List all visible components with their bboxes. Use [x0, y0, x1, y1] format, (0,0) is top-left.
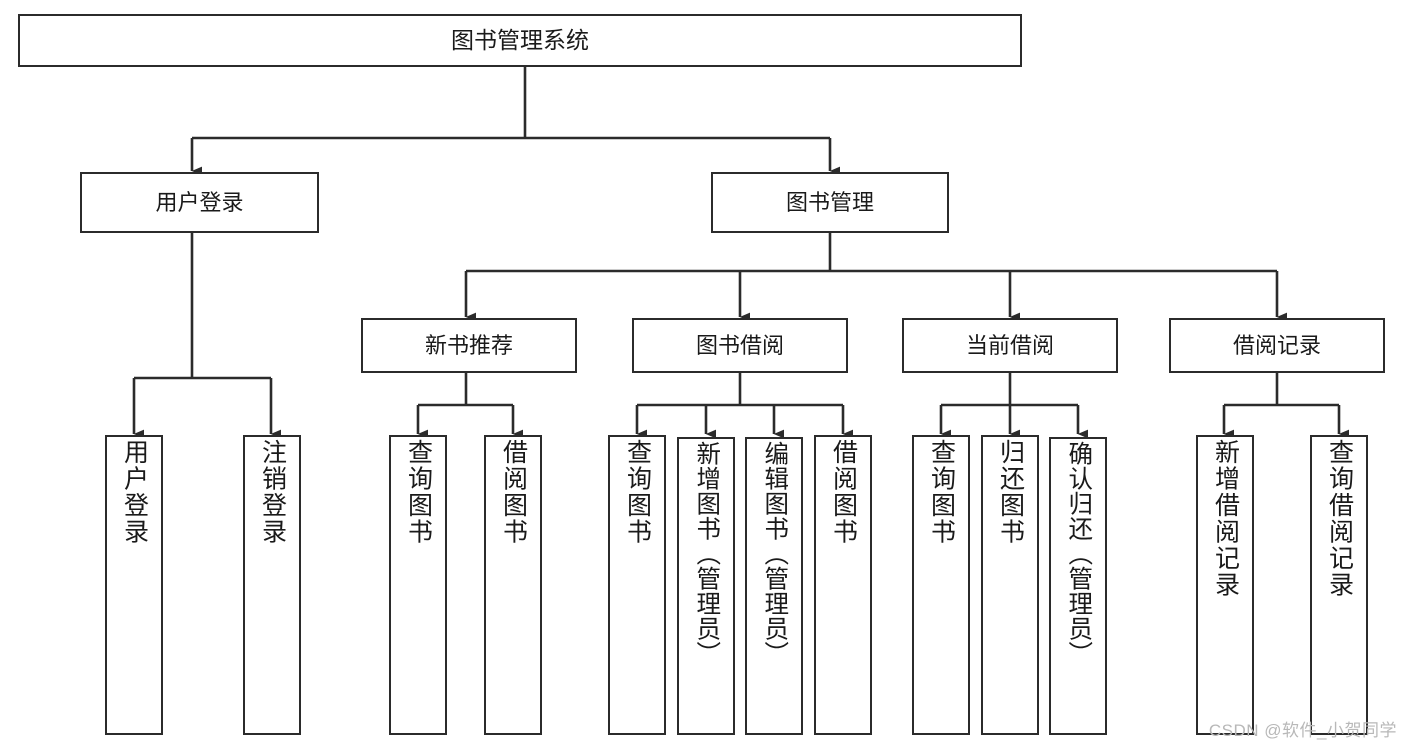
node-root-system[interactable]: 图书管理系统 — [18, 14, 1022, 67]
node-label: 借阅图书 — [829, 439, 858, 545]
node-label: 用户登录 — [155, 189, 244, 215]
node-label: 新增借阅记录 — [1211, 439, 1240, 598]
node-label: 查询借阅记录 — [1325, 439, 1354, 598]
leaf-confirm-return[interactable]: 确认归还（管理员） — [1049, 437, 1107, 735]
node-label: 图书管理系统 — [451, 27, 589, 54]
leaf-add-record[interactable]: 新增借阅记录 — [1196, 435, 1254, 735]
node-label: 注销登录 — [258, 439, 287, 545]
leaf-query-book-1[interactable]: 查询图书 — [389, 435, 447, 735]
leaf-query-record[interactable]: 查询借阅记录 — [1310, 435, 1368, 735]
node-label: 确认归还（管理员） — [1065, 441, 1093, 666]
leaf-query-book-2[interactable]: 查询图书 — [608, 435, 666, 735]
leaf-query-book-3[interactable]: 查询图书 — [912, 435, 970, 735]
node-label: 编辑图书（管理员） — [761, 441, 789, 666]
leaf-logout[interactable]: 注销登录 — [243, 435, 301, 735]
node-label: 借阅记录 — [1232, 332, 1321, 358]
node-user-login[interactable]: 用户登录 — [80, 172, 319, 233]
leaf-borrow-book-2[interactable]: 借阅图书 — [814, 435, 872, 735]
node-label: 查询图书 — [927, 439, 956, 545]
node-new-book-recommend[interactable]: 新书推荐 — [361, 318, 577, 373]
node-label: 新增图书（管理员） — [693, 441, 721, 666]
leaf-add-book[interactable]: 新增图书（管理员） — [677, 437, 735, 735]
leaf-edit-book[interactable]: 编辑图书（管理员） — [745, 437, 803, 735]
leaf-borrow-book-1[interactable]: 借阅图书 — [484, 435, 542, 735]
node-borrow-record[interactable]: 借阅记录 — [1169, 318, 1385, 373]
node-label: 归还图书 — [996, 439, 1025, 545]
node-label: 当前借阅 — [965, 332, 1054, 358]
node-book-manage[interactable]: 图书管理 — [711, 172, 949, 233]
node-label: 用户登录 — [120, 439, 149, 545]
node-book-borrow[interactable]: 图书借阅 — [632, 318, 848, 373]
node-label: 查询图书 — [404, 439, 433, 545]
node-label: 新书推荐 — [424, 332, 513, 358]
watermark-text: CSDN @软件_小贺同学 — [1208, 721, 1397, 740]
leaf-return-book[interactable]: 归还图书 — [981, 435, 1039, 735]
node-label: 图书借阅 — [695, 332, 784, 358]
node-label: 借阅图书 — [499, 439, 528, 545]
node-label: 查询图书 — [623, 439, 652, 545]
leaf-user-login[interactable]: 用户登录 — [105, 435, 163, 735]
node-label: 图书管理 — [785, 189, 874, 215]
node-current-borrow[interactable]: 当前借阅 — [902, 318, 1118, 373]
